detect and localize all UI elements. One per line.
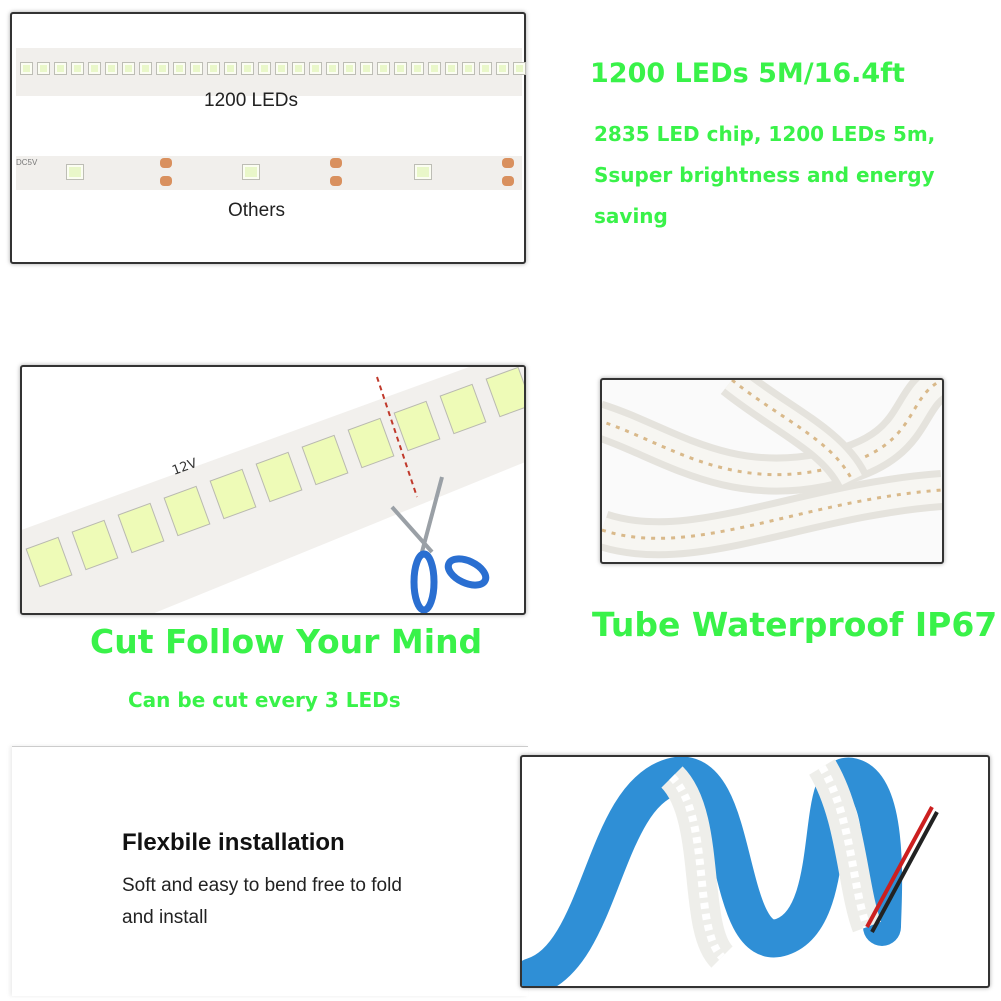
flex-title: Flexbile installation — [122, 829, 345, 856]
led-chip — [122, 62, 135, 75]
label-others: Others — [228, 200, 286, 221]
led-chip — [343, 62, 356, 75]
flex-desc-line2: and install — [122, 907, 208, 928]
headline-desc-line1: 2835 LED chip, 1200 LEDs 5m, — [594, 122, 936, 146]
led-chip — [393, 400, 441, 452]
led-chip — [292, 62, 305, 75]
waterproof-tube-illustration — [602, 380, 942, 559]
label-1200-leds: 1200 LEDs — [204, 90, 299, 111]
led-chip — [445, 62, 458, 75]
led-chip — [37, 62, 50, 75]
led-chip — [20, 62, 33, 75]
led-chip — [71, 519, 119, 571]
led-chip — [275, 62, 288, 75]
led-chip — [117, 502, 165, 554]
flex-desc-line1: Soft and easy to bend free to fold — [122, 875, 402, 896]
led-chip — [173, 62, 186, 75]
led-strip-others: DC5V — [16, 156, 522, 190]
cut-subtitle: Can be cut every 3 LEDs — [128, 688, 401, 712]
led-chip — [209, 468, 257, 520]
led-chip — [156, 62, 169, 75]
led-chip — [326, 62, 339, 75]
flex-strip-panel — [520, 755, 990, 988]
cut-strip-panel: 12V — [20, 365, 526, 615]
led-chip — [462, 62, 475, 75]
led-chip — [207, 62, 220, 75]
led-chip — [439, 383, 487, 435]
flexible-strip-illustration — [522, 757, 939, 986]
led-chip — [139, 62, 152, 75]
headline-desc-line3: saving — [594, 204, 668, 228]
flex-text-panel: Flexbile installation Soft and easy to b… — [12, 746, 528, 996]
led-chip — [360, 62, 373, 75]
headline-1200-leds: 1200 LEDs 5M/16.4ft — [590, 58, 905, 89]
headline-desc-line2: Ssuper brightness and energy — [594, 163, 935, 187]
scissors-icon — [390, 476, 490, 613]
led-chip — [428, 62, 441, 75]
waterproof-panel — [600, 378, 944, 564]
led-chip — [479, 62, 492, 75]
led-chip — [241, 62, 254, 75]
led-chip — [258, 62, 271, 75]
others-voltage-label: DC5V — [16, 158, 38, 167]
led-chip — [88, 62, 101, 75]
led-chip — [513, 62, 526, 75]
led-chip — [485, 367, 524, 418]
led-strip-1200 — [16, 48, 526, 96]
led-chip — [224, 62, 237, 75]
cut-title: Cut Follow Your Mind — [90, 622, 483, 661]
strip-comparison-panel: 1200 LEDs DC5V Others — [10, 12, 526, 264]
led-chip — [255, 451, 303, 503]
led-chip — [163, 485, 211, 537]
led-chip — [309, 62, 322, 75]
led-chip — [496, 62, 509, 75]
led-chip — [54, 62, 67, 75]
led-chip — [190, 62, 203, 75]
led-chip — [377, 62, 390, 75]
led-chip — [71, 62, 84, 75]
led-chip — [105, 62, 118, 75]
cut-strip-illustration: 12V — [22, 367, 524, 613]
waterproof-title: Tube Waterproof IP67 — [592, 605, 998, 644]
led-chip — [347, 417, 395, 469]
led-chip — [301, 434, 349, 486]
led-chip — [411, 62, 424, 75]
led-chip — [25, 536, 73, 588]
led-chip — [394, 62, 407, 75]
